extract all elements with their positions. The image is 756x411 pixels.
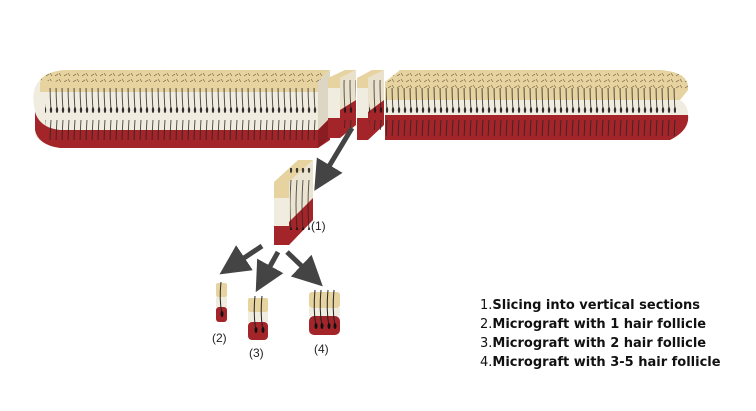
legend-item: 2.Micrograft with 1 hair follicle [480,317,707,332]
skin-strip-right [385,70,689,140]
arrow-to-slice [314,126,355,191]
step-label-3: (3) [249,346,264,360]
micrograft-2-hair [248,295,268,340]
skin-slice-a [328,70,356,138]
skin-strip-left [33,70,330,148]
micrograft-1-hair [216,281,227,322]
step-label-2: (2) [212,331,227,345]
arrow-to-graft-4 [285,250,323,287]
step-label-1: (1) [311,219,326,233]
arrow-to-graft-2 [219,243,264,275]
micrograft-3-5-hair [309,289,340,335]
step-label-4: (4) [314,342,329,356]
vertical-section [274,160,313,245]
legend: 1.Slicing into vertical sections 2.Micro… [480,296,721,372]
legend-item: 4.Micrograft with 3-5 hair follicle [480,355,721,370]
arrow-to-graft-3 [255,250,284,293]
legend-item: 3.Micrograft with 2 hair follicle [480,336,707,351]
legend-item: 1.Slicing into vertical sections [480,298,700,313]
arrows [219,126,355,293]
skin-slice-b [357,70,384,140]
